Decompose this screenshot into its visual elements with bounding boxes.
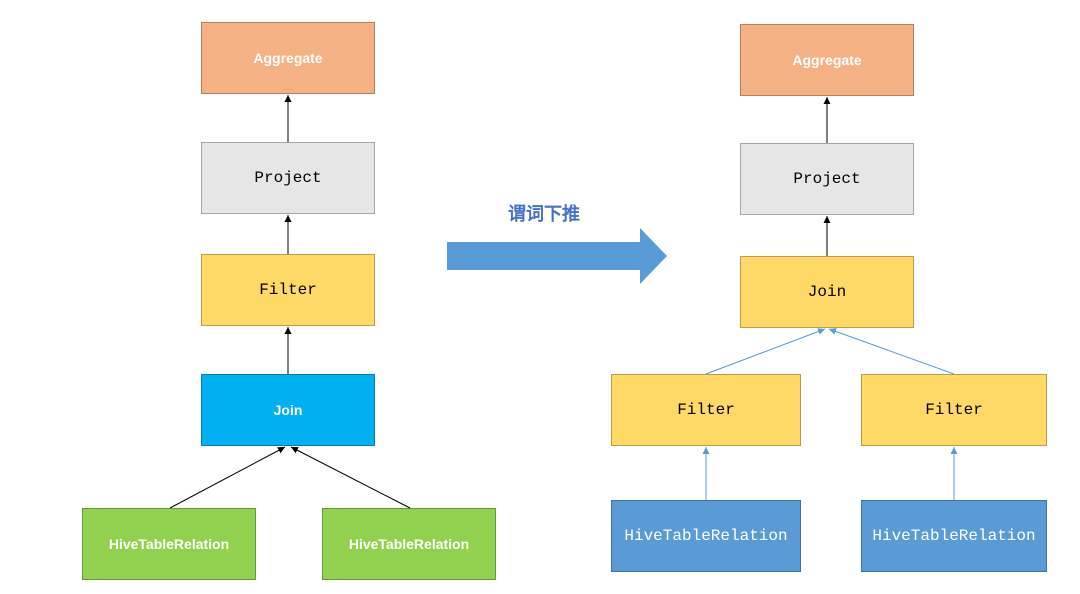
left-relation-node-1: HiveTableRelation bbox=[82, 508, 256, 580]
left-relation-label-2: HiveTableRelation bbox=[348, 536, 470, 552]
left-relation-label-1: HiveTableRelation bbox=[108, 536, 230, 552]
left-edge-relation2-to-join bbox=[290, 446, 411, 509]
right-filter-label-2: Filter bbox=[925, 401, 983, 419]
right-edge-filter1-to-join bbox=[705, 328, 826, 375]
right-filter-node-1: Filter bbox=[611, 374, 801, 446]
right-project-node: Project bbox=[740, 143, 914, 215]
right-filter-label-1: Filter bbox=[677, 401, 735, 419]
right-relation-label-1: HiveTableRelation bbox=[624, 527, 788, 545]
pushdown-label: 谓词下推 bbox=[508, 204, 580, 225]
left-filter-node: Filter bbox=[201, 254, 375, 326]
left-project-label: Project bbox=[254, 169, 322, 187]
right-aggregate-node: Aggregate bbox=[740, 24, 914, 96]
left-filter-label: Filter bbox=[259, 281, 317, 299]
right-relation-node-2: HiveTableRelation bbox=[861, 500, 1047, 572]
left-project-node: Project bbox=[201, 142, 375, 214]
left-aggregate-label: Aggregate bbox=[253, 50, 323, 66]
left-relation-node-2: HiveTableRelation bbox=[322, 508, 496, 580]
left-edge-relation1-to-join bbox=[169, 446, 286, 509]
pushdown-arrow bbox=[447, 228, 667, 284]
right-project-label: Project bbox=[793, 170, 861, 188]
right-join-node: Join bbox=[740, 256, 914, 328]
right-aggregate-label: Aggregate bbox=[792, 52, 862, 68]
right-edge-filter2-to-join bbox=[828, 328, 955, 375]
right-relation-label-2: HiveTableRelation bbox=[872, 527, 1036, 545]
right-relation-node-1: HiveTableRelation bbox=[611, 500, 801, 572]
left-join-label: Join bbox=[273, 402, 303, 418]
left-aggregate-node: Aggregate bbox=[201, 22, 375, 94]
left-join-node: Join bbox=[201, 374, 375, 446]
right-filter-node-2: Filter bbox=[861, 374, 1047, 446]
right-join-label: Join bbox=[807, 283, 847, 301]
